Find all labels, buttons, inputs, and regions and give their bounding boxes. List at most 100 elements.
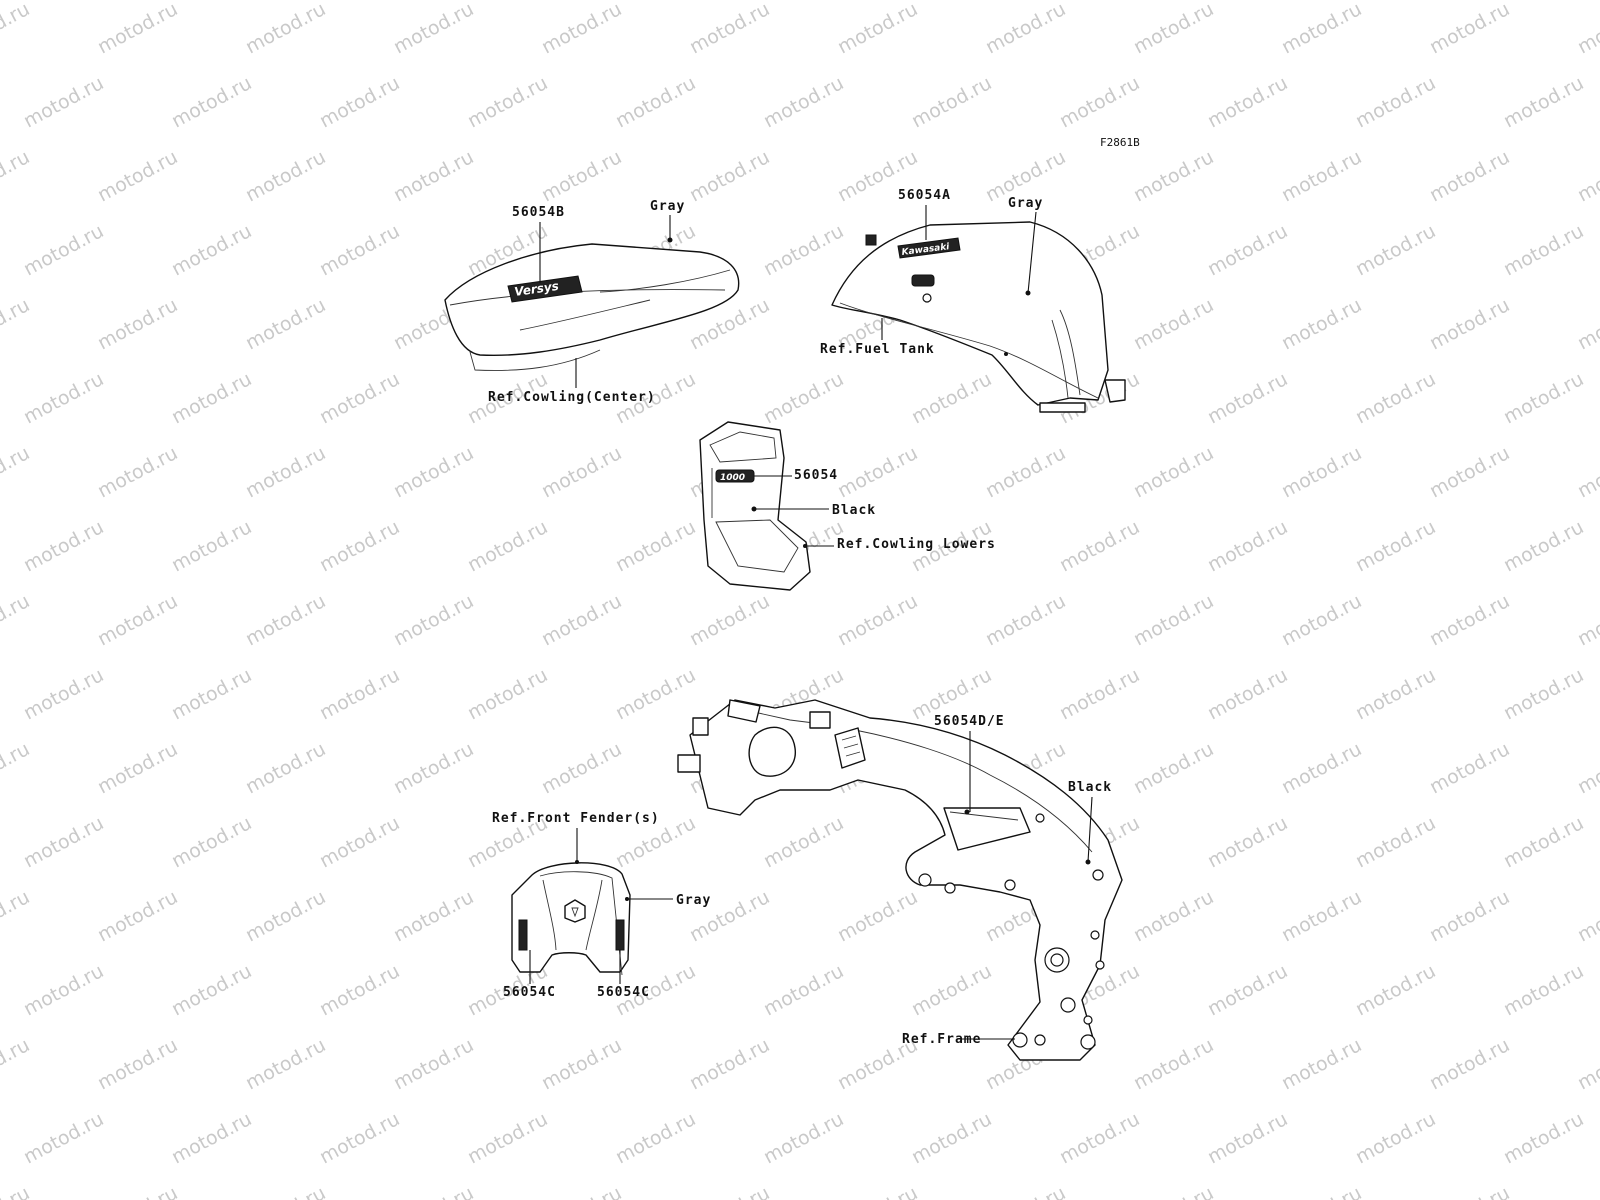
watermark-text: motod.ru [1204,812,1291,872]
fuel-tank-color-note: Gray [1008,196,1043,211]
watermark-text: motod.ru [1130,590,1217,650]
fuel-tank-ref: Ref.Fuel Tank [820,342,935,357]
fuel-tank-part-no: 56054A [898,188,951,203]
watermark-text: motod.ru [94,146,181,206]
watermark-text: motod.ru [94,886,181,946]
watermark-text: motod.ru [1500,220,1587,280]
cowling-center-part-no: 56054B [512,205,565,220]
watermark-text: motod.ru [390,1034,477,1094]
front-fender-part-no-left: 56054C [503,985,556,1000]
watermark-text: motod.ru [760,368,847,428]
watermark-text: motod.ru [1278,886,1365,946]
watermark-text: motod.ru [1426,294,1513,354]
watermark-text: motod.ru [1130,442,1217,502]
watermark-text: motod.ru [1352,72,1439,132]
watermark-text: motod.ru [538,590,625,650]
watermark-text: motod.ru [760,812,847,872]
watermark-text: motod.ru [612,72,699,132]
watermark-text: motod.ru [686,0,773,58]
watermark-text: motod.ru [1278,590,1365,650]
watermark-text: motod.ru [1278,0,1365,58]
cowling-lowers-color-note: Black [832,503,876,518]
watermark-text: motod.ru [0,0,33,58]
watermark-text: motod.ru [908,1108,995,1168]
watermark-text: motod.ru [1426,146,1513,206]
watermark-text: motod.ru [538,1182,625,1200]
watermark-text: motod.ru [0,294,33,354]
watermark-text: motod.ru [390,146,477,206]
front-fender-part [511,860,631,976]
frame-color-note: Black [1068,780,1112,795]
watermark-text: motod.ru [1574,1182,1600,1200]
watermark-text: motod.ru [686,1034,773,1094]
watermark-text: motod.ru [1352,960,1439,1020]
front-fender-part-no-right: 56054C [597,985,650,1000]
watermark-text: motod.ru [94,1182,181,1200]
watermark-text: motod.ru [168,72,255,132]
watermark-text: motod.ru [834,0,921,58]
watermark-text: motod.ru [168,220,255,280]
fuel-tank-part: Kawasaki [831,221,1126,413]
watermark-text: motod.ru [168,368,255,428]
watermark-text: motod.ru [1130,1034,1217,1094]
cowling-lowers-ref: Ref.Cowling Lowers [837,537,996,552]
front-fender-color-note: Gray [676,893,711,908]
frame-part-no: 56054D/E [934,714,1005,729]
watermark-text: motod.ru [538,738,625,798]
watermark-text: motod.ru [1352,516,1439,576]
watermark-text: motod.ru [1352,1108,1439,1168]
watermark-text: motod.ru [1426,590,1513,650]
watermark-text: motod.ru [1056,1108,1143,1168]
watermark-text: motod.ru [316,220,403,280]
watermark-text: motod.ru [20,220,107,280]
watermark-text: motod.ru [1130,738,1217,798]
cowling-lowers-part-no: 56054 [794,468,838,483]
watermark-text: motod.ru [686,146,773,206]
watermark-text: motod.ru [464,72,551,132]
svg-text:1000: 1000 [720,473,745,483]
watermark-text: motod.ru [242,442,329,502]
watermark-text: motod.ru [1574,0,1600,58]
watermark-text: motod.ru [1500,72,1587,132]
watermark-text: motod.ru [908,960,995,1020]
watermark-text: motod.ru [316,1108,403,1168]
watermark-text: motod.ru [1204,220,1291,280]
watermark-text: motod.ru [1574,1034,1600,1094]
watermark-text: motod.ru [834,442,921,502]
watermark-text: motod.ru [1426,1034,1513,1094]
watermark-text: motod.ru [1278,146,1365,206]
watermark-text: motod.ru [1574,886,1600,946]
watermark-text: motod.ru [834,590,921,650]
watermark-text: motod.ru [390,590,477,650]
watermark-text: motod.ru [168,664,255,724]
watermark-text: motod.ru [1426,442,1513,502]
watermark-text: motod.ru [834,886,921,946]
watermark-text: motod.ru [168,516,255,576]
watermark-text: motod.ru [760,960,847,1020]
watermark-text: motod.ru [1204,72,1291,132]
watermark-text: motod.ru [1352,220,1439,280]
watermark-text: motod.ru [1500,368,1587,428]
watermark-text: motod.ru [982,1182,1069,1200]
watermark-text: motod.ru [1500,664,1587,724]
watermark-text: motod.ru [20,960,107,1020]
watermark-text: motod.ru [316,72,403,132]
cowling-center-part: Versys [444,237,740,371]
watermark-text: motod.ru [20,1108,107,1168]
watermark-text: motod.ru [1500,1108,1587,1168]
watermark-text: motod.ru [94,442,181,502]
watermark-text: motod.ru [0,886,33,946]
watermark-text: motod.ru [1426,738,1513,798]
watermark-text: motod.ru [612,664,699,724]
watermark-text: motod.ru [464,516,551,576]
watermark-text: motod.ru [1574,146,1600,206]
watermark-text: motod.ru [316,516,403,576]
watermark-text: motod.ru [242,886,329,946]
watermark-text: motod.ru [390,886,477,946]
watermark-text: motod.ru [1352,812,1439,872]
svg-text:Versys: Versys [513,279,559,299]
watermark-text: motod.ru [1352,664,1439,724]
watermark-text: motod.ru [1426,886,1513,946]
watermark-text: motod.ru [390,1182,477,1200]
